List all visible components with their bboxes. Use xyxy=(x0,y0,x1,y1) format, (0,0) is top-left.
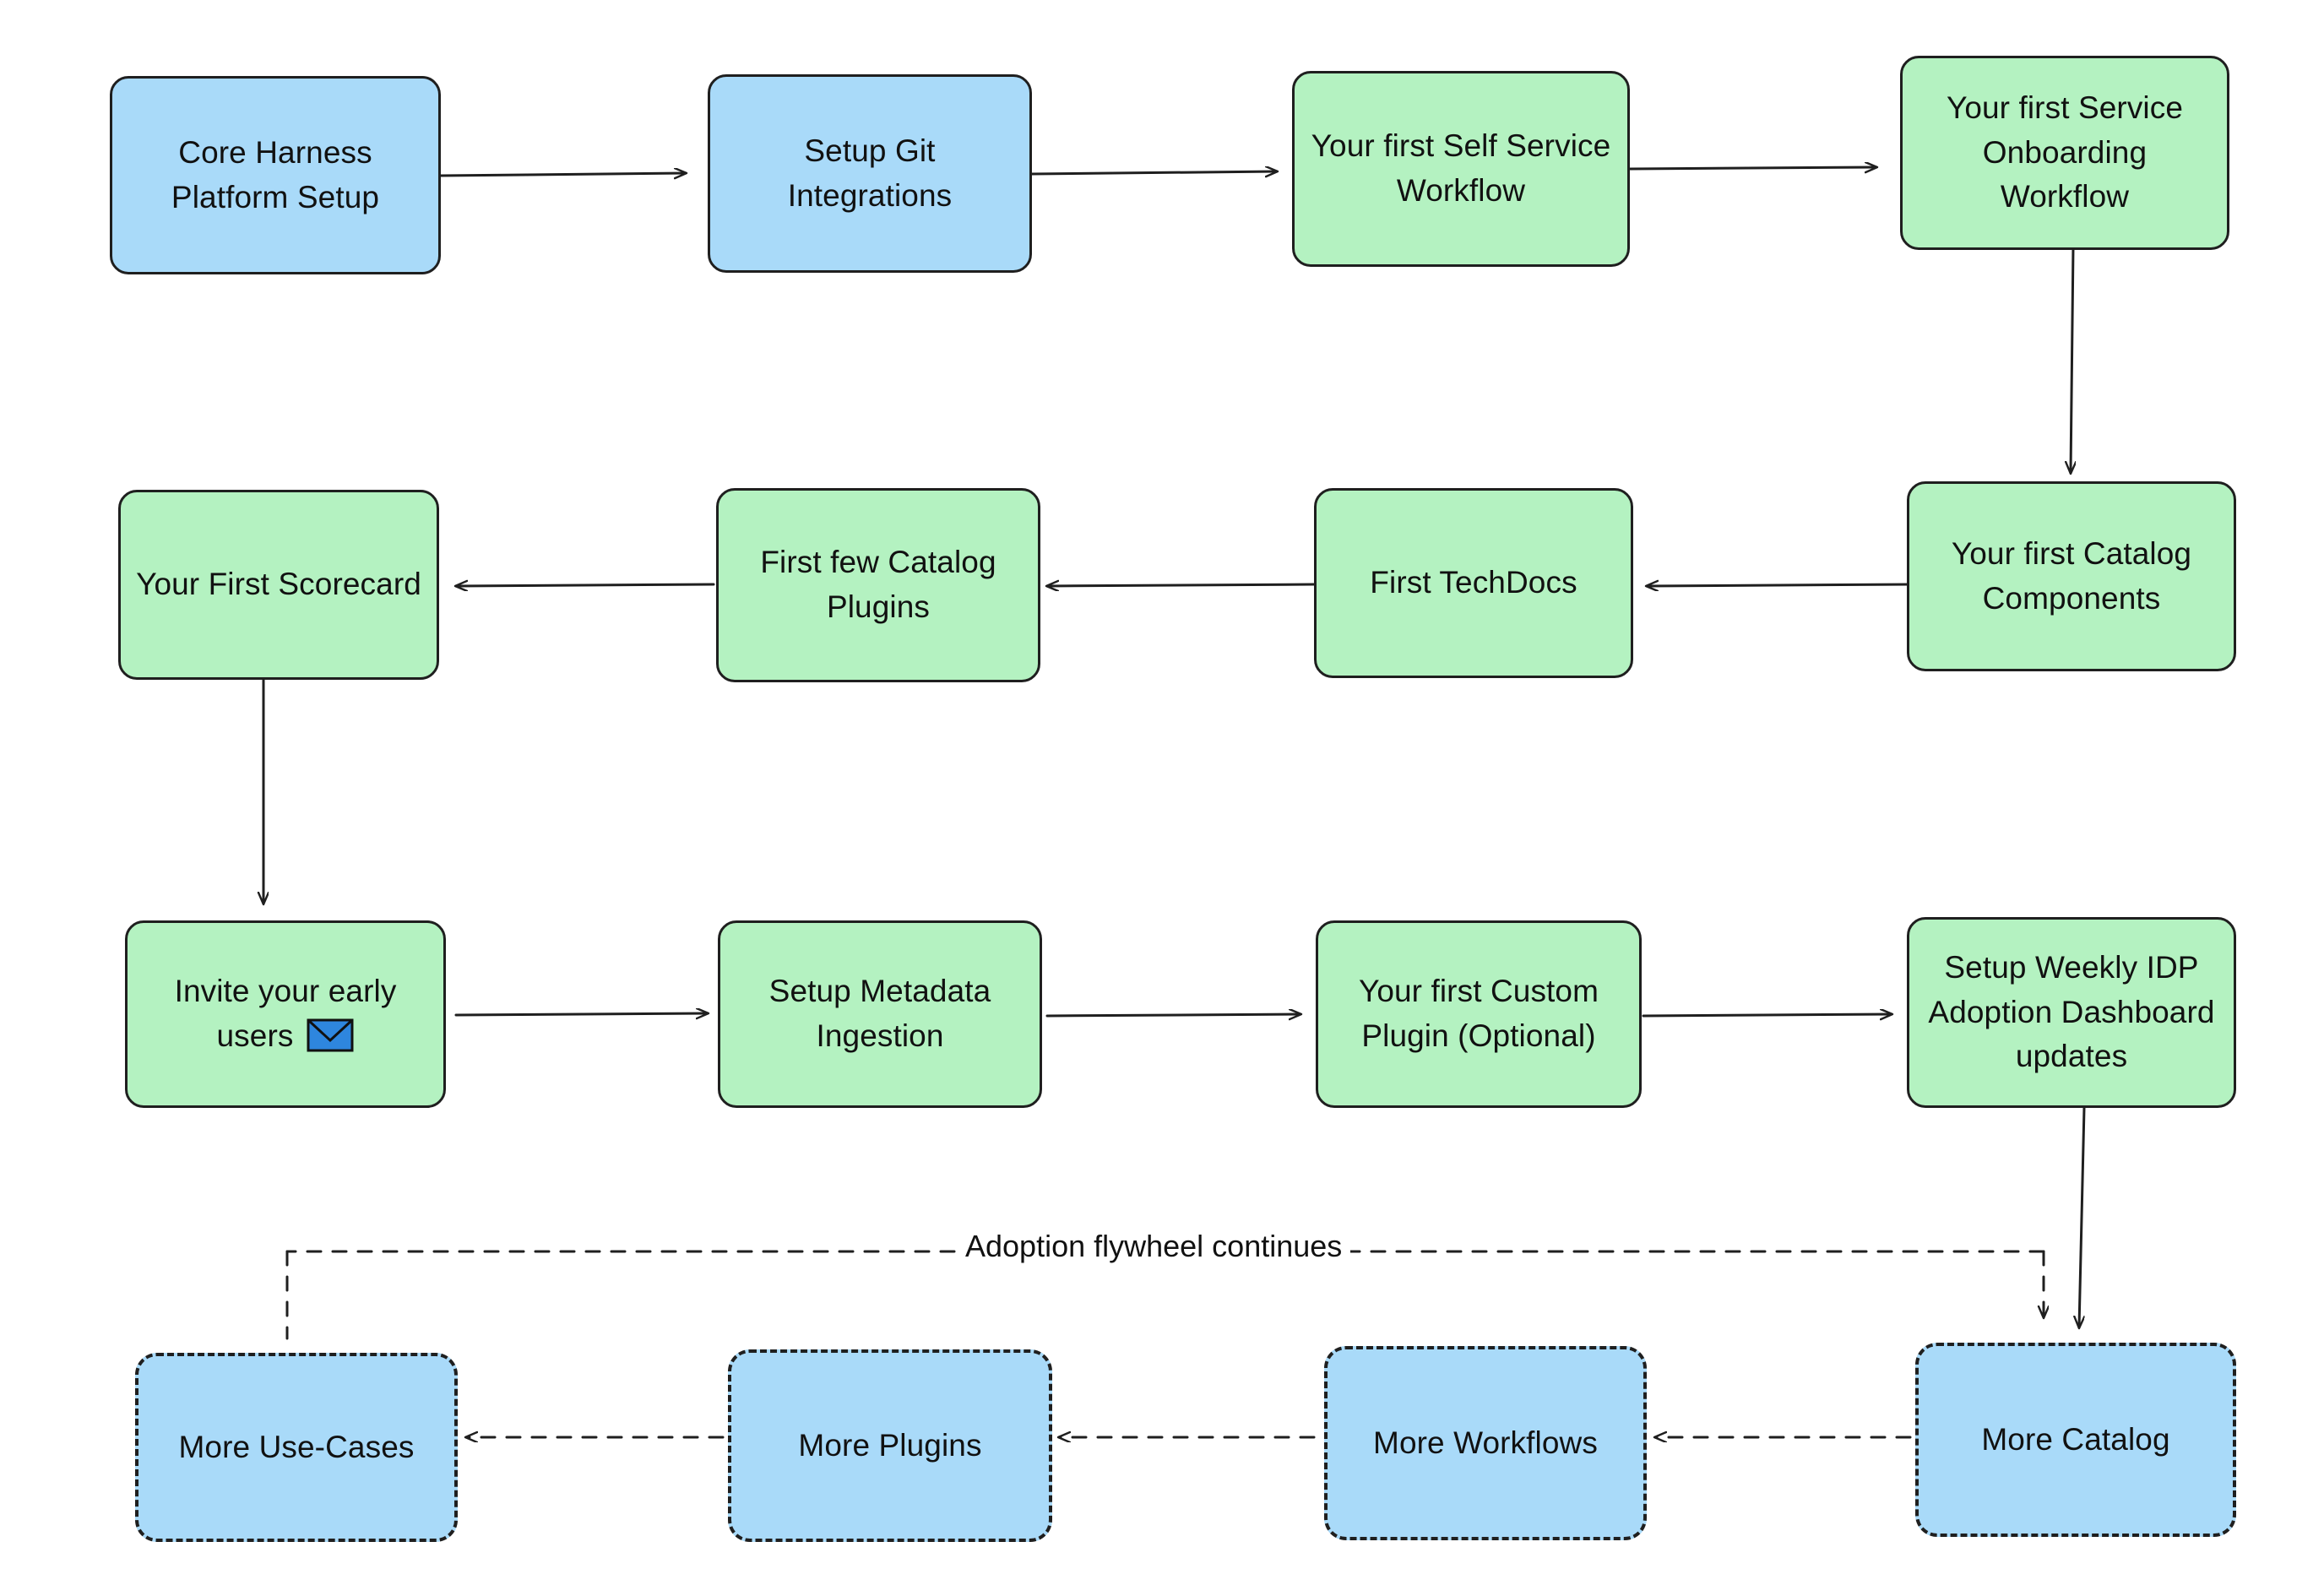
edge-core-to-git xyxy=(439,173,686,176)
node-setup-weekly-idp-adoption-dashboard-updates[interactable]: Setup Weekly IDP Adoption Dashboard upda… xyxy=(1907,917,2236,1108)
node-invite-your-early-users[interactable]: Invite your early users xyxy=(125,920,446,1108)
edge-invite-to-metadata xyxy=(454,1013,708,1015)
node-setup-git-integrations[interactable]: Setup Git Integrations xyxy=(708,74,1032,273)
node-first-techdocs[interactable]: First TechDocs xyxy=(1314,488,1633,678)
node-more-use-cases[interactable]: More Use-Cases xyxy=(135,1353,458,1542)
node-label: Your first Custom Plugin (Optional) xyxy=(1358,974,1599,1053)
node-label: Setup Git Integrations xyxy=(787,133,953,213)
node-your-first-self-service-workflow[interactable]: Your first Self Service Workflow xyxy=(1292,71,1630,267)
edge-catalogcomponents-to-techdocs xyxy=(1647,584,1914,586)
node-label: More Workflows xyxy=(1373,1425,1598,1460)
node-first-few-catalog-plugins[interactable]: First few Catalog Plugins xyxy=(716,488,1040,682)
edge-techdocs-to-catalogplugins xyxy=(1047,584,1316,586)
node-label: Setup Weekly IDP Adoption Dashboard upda… xyxy=(1928,950,2215,1074)
node-your-first-catalog-components[interactable]: Your first Catalog Components xyxy=(1907,481,2236,671)
node-label: More Use-Cases xyxy=(178,1429,415,1464)
edge-onboarding-to-catalogcomponents xyxy=(2071,245,2073,473)
node-more-catalog[interactable]: More Catalog xyxy=(1915,1343,2236,1537)
node-label: Your first Self Service Workflow xyxy=(1311,128,1611,208)
node-label: Core Harness Platform Setup xyxy=(171,134,380,214)
node-your-first-custom-plugin[interactable]: Your first Custom Plugin (Optional) xyxy=(1316,920,1642,1108)
adoption-flywheel-label: Adoption flywheel continues xyxy=(957,1231,1351,1262)
envelope-icon xyxy=(307,1018,354,1052)
edge-selfservice-to-onboarding xyxy=(1628,167,1876,169)
edge-git-to-selfservice xyxy=(1030,171,1277,174)
node-label: First TechDocs xyxy=(1370,565,1577,600)
node-label: First few Catalog Plugins xyxy=(760,545,996,624)
node-label: Your first Service Onboarding Workflow xyxy=(1946,90,2184,214)
edge-dashboard-to-morecatalog xyxy=(2079,1106,2086,1327)
edge-metadata-to-customplugin xyxy=(1045,1014,1300,1016)
node-label: Setup Metadata Ingestion xyxy=(768,974,991,1053)
node-your-first-service-onboarding-workflow[interactable]: Your first Service Onboarding Workflow xyxy=(1900,56,2229,250)
node-core-harness-platform-setup[interactable]: Core Harness Platform Setup xyxy=(110,76,441,274)
node-more-workflows[interactable]: More Workflows xyxy=(1324,1346,1647,1540)
node-label: Your First Scorecard xyxy=(136,567,421,602)
node-label: More Plugins xyxy=(798,1427,982,1463)
node-label: Invite your early users xyxy=(174,974,397,1053)
edge-catalogplugins-to-scorecard xyxy=(456,584,715,586)
node-more-plugins[interactable]: More Plugins xyxy=(728,1349,1052,1542)
node-label: Your first Catalog Components xyxy=(1951,535,2192,616)
edge-customplugin-to-dashboard xyxy=(1642,1014,1892,1016)
node-setup-metadata-ingestion[interactable]: Setup Metadata Ingestion xyxy=(718,920,1042,1108)
node-label: More Catalog xyxy=(1981,1421,2170,1457)
node-your-first-scorecard[interactable]: Your First Scorecard xyxy=(118,490,439,680)
